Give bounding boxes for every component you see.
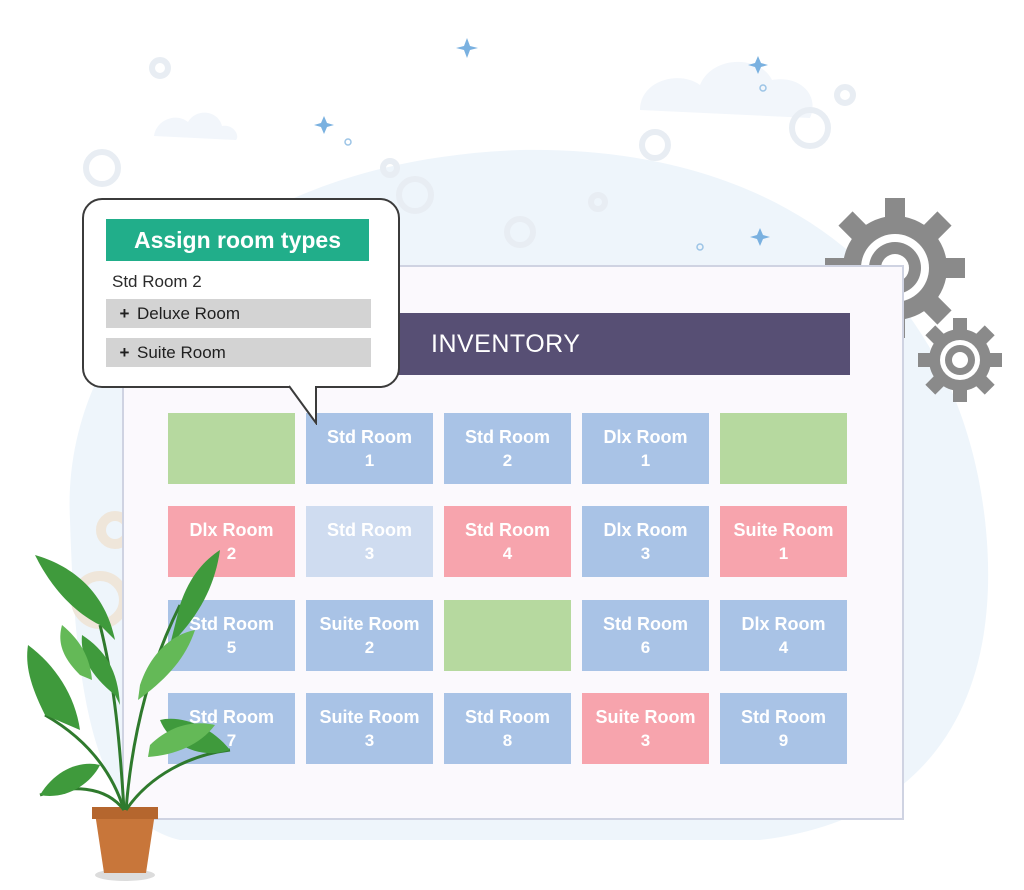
popup-title: Assign room types <box>106 219 369 261</box>
room-number: 1 <box>778 543 789 563</box>
option-suite-room[interactable]: + Suite Room <box>106 338 371 367</box>
room-name: Suite Room <box>595 706 696 727</box>
room-number: 3 <box>640 543 651 563</box>
room-tile[interactable]: Std Room 2 <box>444 413 571 484</box>
room-tile[interactable]: Suite Room 3 <box>306 693 433 764</box>
room-number: 8 <box>502 730 513 750</box>
room-number: 2 <box>226 543 237 563</box>
room-tile[interactable]: Std Room 8 <box>444 693 571 764</box>
room-name: Dlx Room <box>189 519 274 540</box>
room-name: Dlx Room <box>603 519 688 540</box>
room-name: Std Room <box>465 706 550 727</box>
gear-icon <box>83 57 856 248</box>
plus-icon: + <box>119 342 130 362</box>
room-tile[interactable]: Dlx Room 1 <box>582 413 709 484</box>
room-tile[interactable]: Suite Room 3 <box>582 693 709 764</box>
sparkle-icon <box>314 38 770 246</box>
room-tile[interactable] <box>444 600 571 671</box>
room-tile[interactable]: Dlx Room 2 <box>168 506 295 577</box>
room-number: 3 <box>364 730 375 750</box>
room-name: Suite Room <box>733 519 834 540</box>
room-number: 9 <box>778 730 789 750</box>
room-tile[interactable]: Std Room 3 <box>306 506 433 577</box>
room-name: Std Room <box>327 426 412 447</box>
room-name: Std Room <box>741 706 826 727</box>
room-name: Std Room <box>327 519 412 540</box>
room-tile[interactable] <box>168 413 295 484</box>
room-tile[interactable]: Std Room 6 <box>582 600 709 671</box>
room-tile[interactable]: Std Room 9 <box>720 693 847 764</box>
room-number: 1 <box>640 450 651 470</box>
bubble-dot-icon <box>344 84 767 251</box>
room-number: 4 <box>502 543 513 563</box>
room-name: Std Room <box>603 613 688 634</box>
room-tile[interactable]: Dlx Room 3 <box>582 506 709 577</box>
room-tile[interactable]: Suite Room 2 <box>306 600 433 671</box>
room-tile[interactable]: Std Room 4 <box>444 506 571 577</box>
inventory-title: INVENTORY <box>431 329 581 358</box>
room-name: Suite Room <box>319 613 420 634</box>
room-tile[interactable]: Std Room 1 <box>306 413 433 484</box>
option-label: Deluxe Room <box>137 303 240 323</box>
popup-current-room: Std Room 2 <box>112 272 202 291</box>
option-deluxe-room[interactable]: + Deluxe Room <box>106 299 371 328</box>
room-name: Dlx Room <box>603 426 688 447</box>
room-number: 4 <box>778 637 789 657</box>
room-number: 6 <box>640 637 651 657</box>
room-name: Std Room <box>189 706 274 727</box>
room-number: 2 <box>364 637 375 657</box>
inventory-header: INVENTORY <box>398 313 850 375</box>
room-number: 7 <box>226 730 237 750</box>
room-name: Std Room <box>465 519 550 540</box>
room-name: Dlx Room <box>741 613 826 634</box>
plus-icon: + <box>119 303 130 323</box>
room-tile[interactable]: Suite Room 1 <box>720 506 847 577</box>
room-tile[interactable] <box>720 413 847 484</box>
plant-icon <box>27 550 231 881</box>
room-name: Std Room <box>189 613 274 634</box>
room-number: 2 <box>502 450 513 470</box>
room-number: 3 <box>640 730 651 750</box>
room-number: 1 <box>364 450 375 470</box>
room-name: Suite Room <box>319 706 420 727</box>
cloud-icon <box>154 61 813 140</box>
room-number: 3 <box>364 543 375 563</box>
room-tile[interactable]: Dlx Room 4 <box>720 600 847 671</box>
room-number: 5 <box>226 637 237 657</box>
popup-tail <box>288 385 317 425</box>
room-name: Std Room <box>465 426 550 447</box>
option-label: Suite Room <box>137 342 226 362</box>
